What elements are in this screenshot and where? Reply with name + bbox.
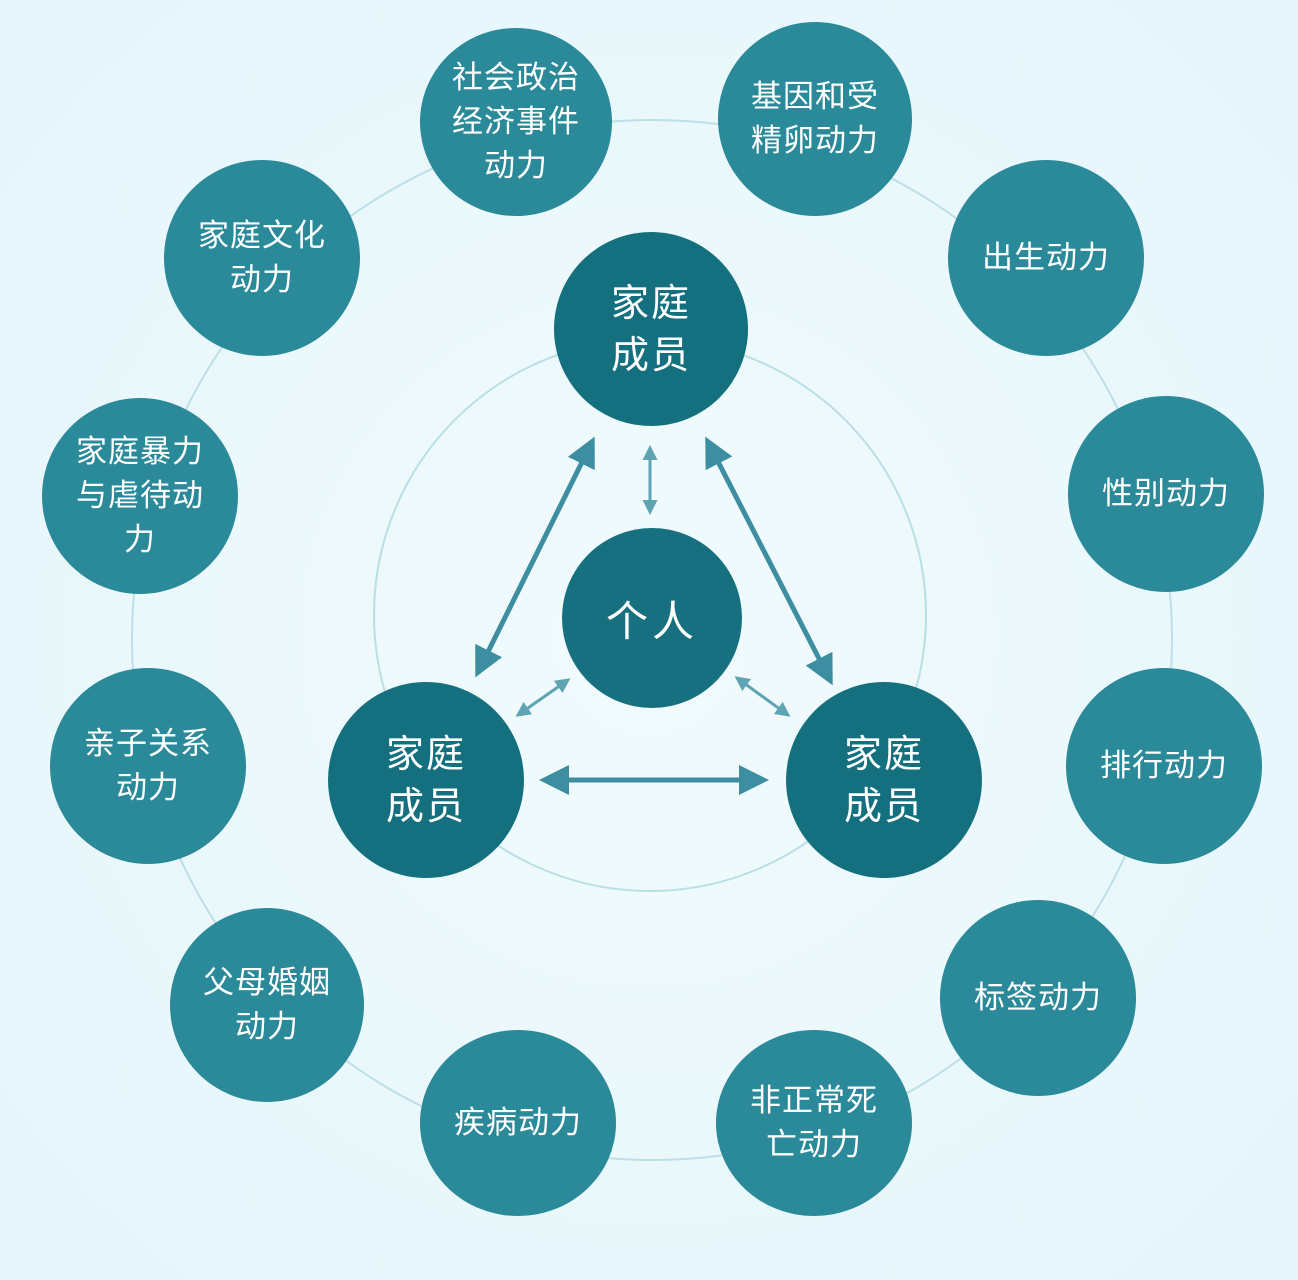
node-labeling: 标签动力 xyxy=(940,900,1136,1096)
node-label: 家庭 成员 xyxy=(385,732,466,828)
node-label: 标签动力 xyxy=(974,980,1102,1016)
node-label: 家庭文化 动力 xyxy=(198,218,326,298)
node-label: 家庭暴力 与虐待动 力 xyxy=(76,434,204,558)
node-label: 疾病动力 xyxy=(454,1105,582,1141)
node-label: 性别动力 xyxy=(1102,476,1230,512)
node-label: 亲子关系 动力 xyxy=(84,726,212,806)
node-label: 出生动力 xyxy=(982,240,1110,276)
node-genetic-fertilization: 基因和受 精卵动力 xyxy=(718,22,912,216)
node-label: 基因和受 精卵动力 xyxy=(751,79,879,159)
node-label: 家庭 成员 xyxy=(843,732,924,828)
node-gender: 性别动力 xyxy=(1068,396,1264,592)
outer-ring xyxy=(131,119,1173,1161)
node-social-political-economic: 社会政治 经济事件 动力 xyxy=(420,28,612,216)
node-parent-child: 亲子关系 动力 xyxy=(50,668,246,864)
node-label: 非正常死 亡动力 xyxy=(750,1083,878,1163)
node-birth: 出生动力 xyxy=(948,160,1144,356)
node-birth-order: 排行动力 xyxy=(1066,668,1262,864)
node-label: 父母婚姻 动力 xyxy=(203,965,331,1045)
arrow-top-left xyxy=(475,436,595,678)
node-illness: 疾病动力 xyxy=(420,1030,616,1216)
arrow-center-right xyxy=(734,676,791,717)
node-parental-marriage: 父母婚姻 动力 xyxy=(170,908,364,1102)
node-label: 个人 xyxy=(605,596,698,646)
node-individual: 个人 xyxy=(562,528,742,708)
node-family-culture: 家庭文化 动力 xyxy=(164,160,360,356)
node-label: 社会政治 经济事件 动力 xyxy=(452,60,580,184)
node-label: 家庭 成员 xyxy=(610,281,691,377)
node-family-member-left: 家庭 成员 xyxy=(328,682,524,878)
arrow-top-right xyxy=(705,436,833,686)
arrow-center-left xyxy=(515,678,571,717)
node-family-member-right: 家庭 成员 xyxy=(786,682,982,878)
node-family-member-top: 家庭 成员 xyxy=(554,232,748,426)
node-abnormal-death: 非正常死 亡动力 xyxy=(716,1030,912,1216)
node-domestic-violence: 家庭暴力 与虐待动 力 xyxy=(42,398,238,594)
node-label: 排行动力 xyxy=(1100,748,1228,784)
